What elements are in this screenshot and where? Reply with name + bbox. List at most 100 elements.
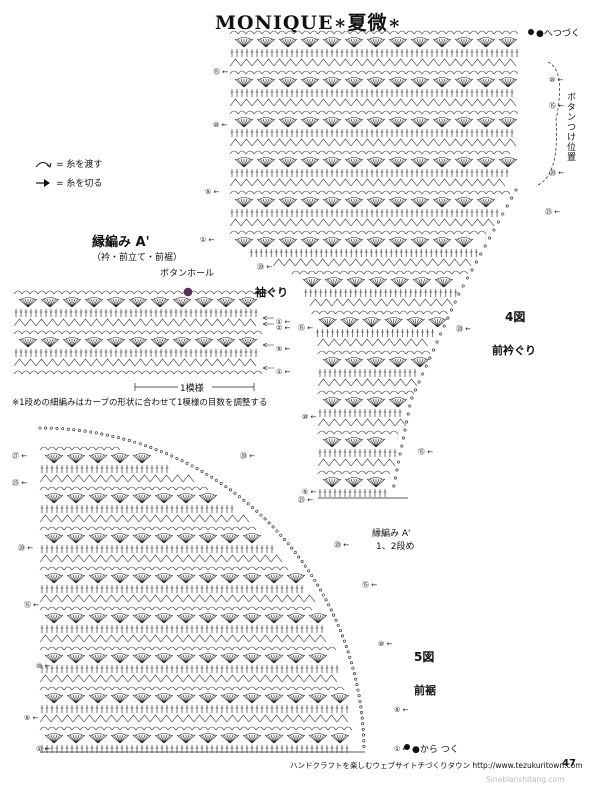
fig4-dc-row	[230, 209, 499, 217]
fig5-shell-row	[44, 613, 328, 624]
fig4-row-number: ① ←	[200, 236, 215, 244]
fig4-shell-row	[302, 277, 453, 288]
edging-chain-row	[13, 370, 263, 375]
fig4-chain-row	[317, 390, 415, 395]
fig4-row-number: ⑩ ←	[302, 413, 317, 421]
fig4-net-row	[229, 138, 517, 147]
page-title: MONIQUE∗夏微∗	[215, 12, 402, 34]
edging-note: ※1段めの細編みはカーブの形状に合わせて1模様の目数を調整する	[12, 398, 268, 408]
fig4-shell-row	[234, 237, 474, 248]
edging-dc-row	[14, 309, 258, 317]
fig5-net-row	[39, 594, 316, 603]
fig5-row-number: ⑤ ←	[394, 706, 409, 714]
fig4-net-row	[229, 178, 506, 187]
fig4-shell-row	[322, 397, 408, 408]
fig5-net-row	[39, 674, 338, 683]
fig4-net-row	[309, 298, 454, 307]
yarn-carry-icon	[35, 161, 52, 168]
legend-join: = 糸を渡す	[34, 157, 102, 170]
fig5-net-row	[39, 714, 349, 723]
start-dot-bottom	[404, 744, 410, 750]
fig5-edge-stitches	[38, 426, 366, 748]
start-dot-top	[528, 29, 534, 35]
fig4-dc-row	[304, 289, 458, 297]
fig5-row-number: ⑮ ←	[362, 581, 378, 589]
edging-chain-row	[13, 330, 263, 335]
fig4-net-row	[229, 218, 495, 227]
fig4-net-row	[317, 338, 428, 347]
fig4-dc-row	[249, 249, 478, 257]
fig4-shell-row	[318, 317, 447, 328]
fig4-chain-row	[317, 430, 399, 435]
fig5-shell-row	[44, 693, 350, 704]
fig4-dc-row	[318, 409, 402, 417]
repeat-bracket	[134, 383, 255, 391]
fig4-net-row	[229, 58, 517, 67]
legend-cut-text: = 糸を切る	[56, 179, 103, 189]
fig4-chain-row	[229, 150, 511, 155]
fig4-dc-row	[230, 129, 514, 137]
fig4-row-number: ⑳ ←	[549, 169, 565, 177]
fig4-dc-row	[230, 89, 514, 97]
fig5-chain-row	[39, 526, 257, 531]
neckline-label: 前衿ぐり	[492, 344, 536, 357]
watermark: Sinablanshitang.com	[486, 775, 565, 784]
fig4-dc-row	[230, 169, 509, 177]
fig4-shell-row	[322, 357, 430, 368]
fig5-row-number: ⑳ ←	[18, 544, 34, 552]
fig5-shell-row	[44, 493, 218, 504]
fig5-chain-row	[39, 566, 289, 571]
fig5-row-number: ㉗ ←	[12, 452, 28, 460]
fig4-shell-row	[322, 477, 386, 488]
fig5-row-number: ⑮ ←	[24, 601, 40, 609]
fig4-net-row	[317, 378, 418, 387]
page-number: 47	[562, 758, 576, 769]
footer-text: ハンドクラフトを楽しむウェブサイトチづくりタウン http://www.tezu…	[290, 761, 583, 770]
fig4-row-number: ⑩ ←	[549, 76, 564, 84]
fig4-chain-row	[311, 310, 448, 315]
fig5-dc-row	[40, 465, 169, 473]
fig5-row-number: ⑩ ←	[378, 640, 393, 648]
fig4-chain-row	[317, 350, 431, 355]
fig5-shell-row	[44, 653, 328, 664]
legend-join-text: = 糸を渡す	[56, 160, 103, 170]
edging-net-row	[13, 358, 257, 367]
fig5-row-number: ⑳ ←	[334, 541, 350, 549]
button-position-label: ボタンつけ位置	[565, 92, 575, 162]
fig4-dc-row	[318, 489, 387, 497]
figure5-chart	[38, 426, 366, 753]
figure5-number: 5図	[414, 650, 435, 664]
edging-shell-row	[18, 337, 258, 348]
fig4-edge-stitches	[392, 188, 518, 488]
fig4-row-number: ⑩ ←	[213, 121, 228, 129]
legend-cut: = 糸を切る	[34, 176, 102, 189]
edging-subtitle: （衿・前立て・前裾）	[92, 253, 183, 263]
start-label: ●から つく	[412, 745, 459, 755]
edging-row-number: ① ←	[276, 368, 291, 376]
fig4-row-number: ㉕ ←	[545, 208, 561, 216]
fig5-row-number: ⑳ ←	[240, 452, 256, 460]
symbol-legend: = 糸を渡す = 糸を切る	[34, 157, 102, 189]
fig4-chain-row	[229, 230, 487, 235]
fig5-row-number: ㉕ ←	[298, 496, 314, 504]
fig5-chain-row	[39, 606, 313, 611]
fig4-row-number: ⑮ ←	[213, 68, 229, 76]
fig5-row-number: ① ←	[394, 745, 409, 753]
fig5-dc-row	[40, 545, 274, 553]
fig4-row-number: ⑮ ←	[549, 102, 565, 110]
edging-title: 縁編み A'	[92, 235, 150, 250]
fig4-dc-row	[316, 329, 435, 337]
front-hem-label: 前裾	[414, 684, 436, 697]
repeat-label: 1模様	[180, 384, 204, 394]
fig5-shell-row	[44, 453, 152, 464]
edging-net-row	[13, 318, 257, 327]
fig5-row-number: ① ←	[36, 745, 51, 753]
fig5-shell-row	[44, 533, 262, 544]
fig4-net-row	[317, 418, 407, 427]
fig5-net-row	[39, 474, 195, 483]
edging-row-number: ① ←	[276, 318, 291, 326]
fig5-chain-row	[39, 446, 121, 451]
fig5-dc-row	[40, 585, 304, 593]
chart-annotations	[404, 29, 560, 750]
